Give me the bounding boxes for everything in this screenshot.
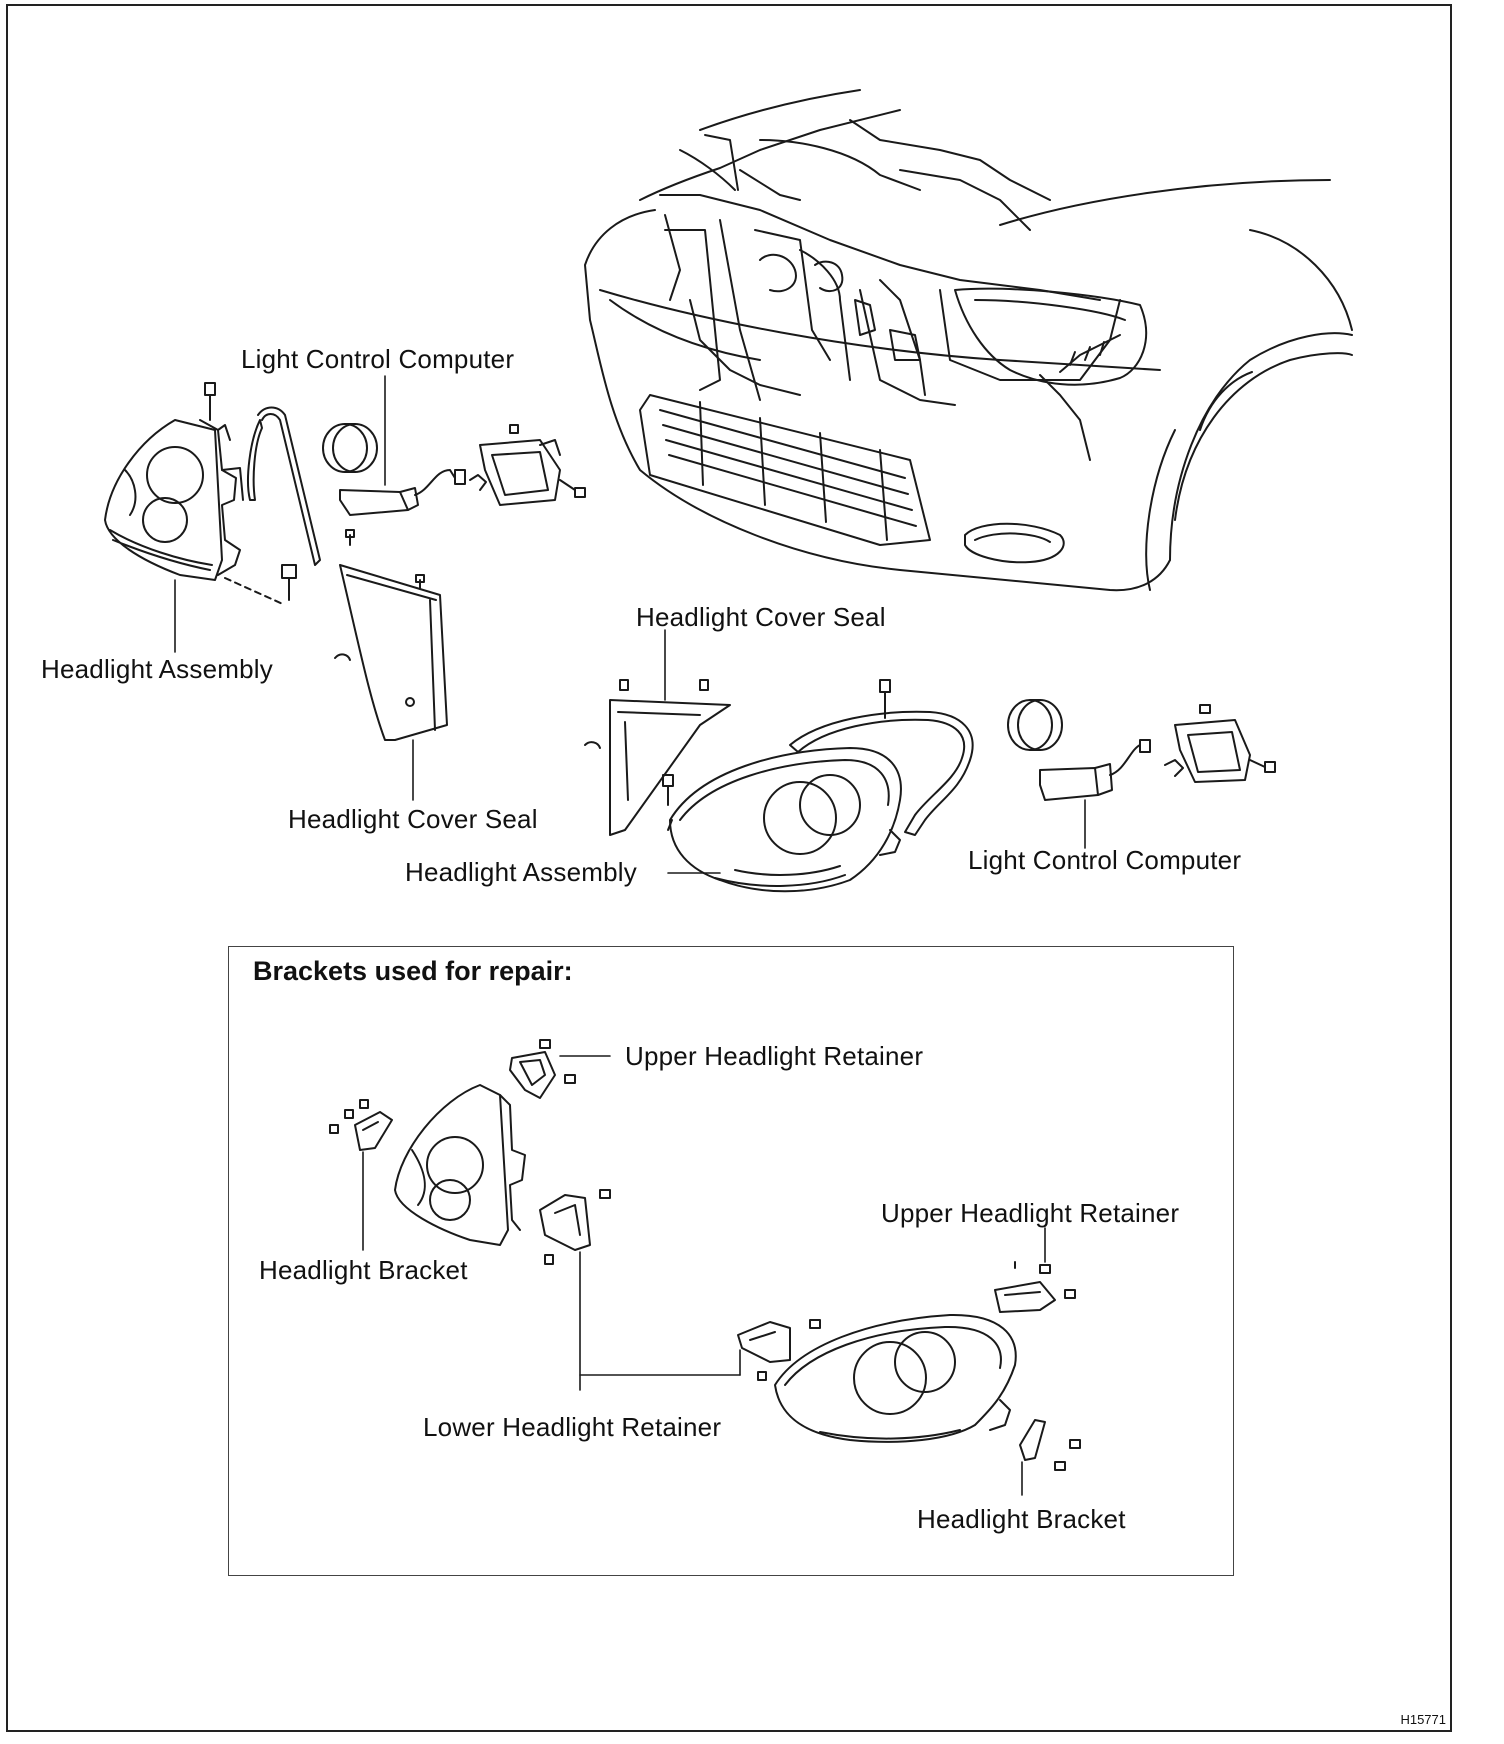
leader-lines-repair bbox=[362, 1055, 1046, 1496]
label-upper-headlight-retainer-right: Upper Headlight Retainer bbox=[881, 1198, 1180, 1228]
figure-id: H15771 bbox=[1400, 1712, 1446, 1727]
right-seal-gasket-drawing bbox=[789, 710, 974, 836]
repair-box-title: Brackets used for repair: bbox=[253, 956, 573, 986]
left-light-control-computer-drawing bbox=[322, 423, 586, 516]
label-headlight-bracket-left: Headlight Bracket bbox=[259, 1255, 468, 1285]
label-light-control-computer-right: Light Control Computer bbox=[968, 845, 1242, 875]
right-headlight-assembly-drawing bbox=[662, 679, 902, 893]
repair-bracket-drawings bbox=[329, 1039, 1081, 1471]
leader-lines-main bbox=[174, 375, 1086, 874]
right-cover-seal-drawing bbox=[584, 679, 731, 836]
repair-brackets-box bbox=[228, 946, 1234, 1576]
right-light-control-computer-drawing bbox=[1007, 699, 1276, 801]
left-headlight-assembly-drawing bbox=[104, 382, 297, 606]
label-headlight-assembly-right: Headlight Assembly bbox=[405, 857, 637, 887]
page-frame bbox=[6, 4, 1452, 1732]
label-headlight-cover-seal-right: Headlight Cover Seal bbox=[636, 602, 886, 632]
label-headlight-cover-seal-left: Headlight Cover Seal bbox=[288, 804, 538, 834]
label-headlight-bracket-right: Headlight Bracket bbox=[917, 1504, 1126, 1534]
left-cover-seal-drawing bbox=[247, 406, 448, 741]
label-light-control-computer-left: Light Control Computer bbox=[241, 344, 515, 374]
label-lower-headlight-retainer: Lower Headlight Retainer bbox=[423, 1412, 722, 1442]
label-headlight-assembly-left: Headlight Assembly bbox=[41, 654, 273, 684]
label-upper-headlight-retainer-left: Upper Headlight Retainer bbox=[625, 1041, 924, 1071]
car-front-illustration bbox=[584, 89, 1353, 592]
